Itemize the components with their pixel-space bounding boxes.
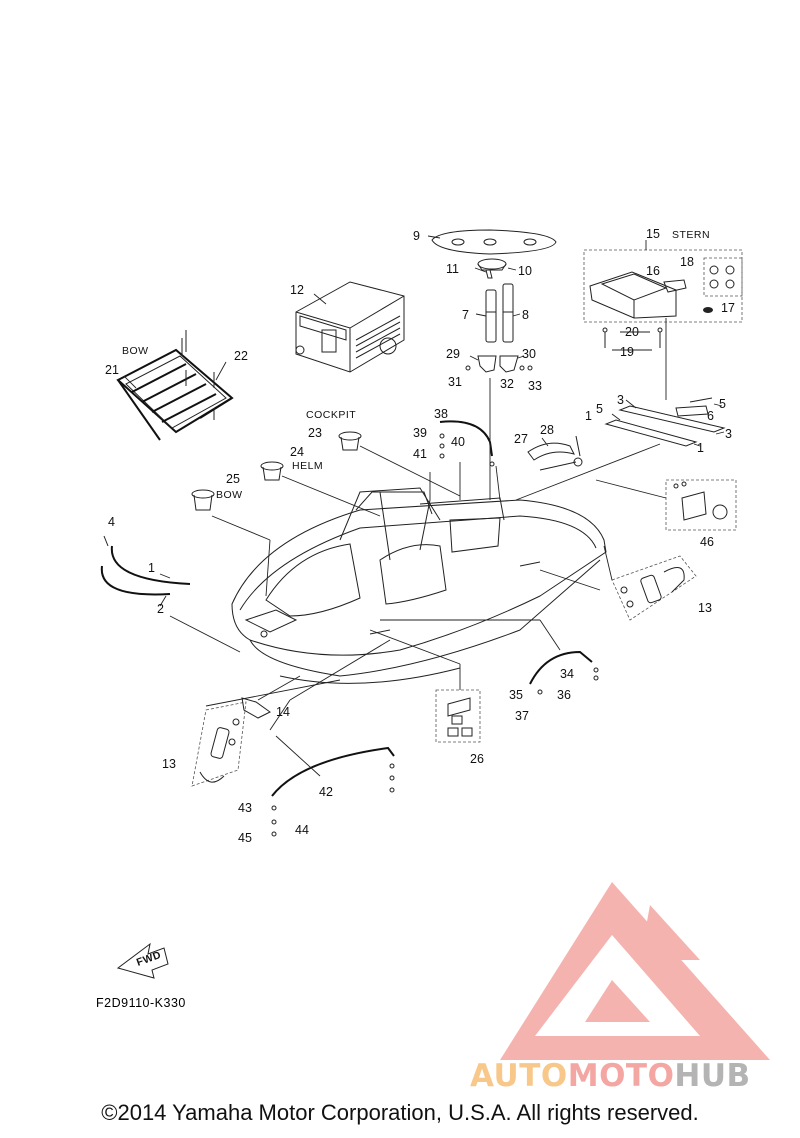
- callout-28: 28: [540, 423, 554, 437]
- callout-12: 12: [290, 283, 304, 297]
- callout-2: 2: [157, 602, 164, 616]
- part-23-cup: [338, 431, 362, 451]
- callout-22: 22: [234, 349, 248, 363]
- part-15-stern-box: [583, 240, 743, 323]
- callout-32: 32: [500, 377, 514, 391]
- callout-6: 6: [707, 409, 714, 423]
- callout-21: 21: [105, 363, 119, 377]
- part-25-cup: [191, 489, 215, 511]
- callout-15: 15: [646, 227, 660, 241]
- callout-1c: 1: [585, 409, 592, 423]
- callout-39: 39: [413, 426, 427, 440]
- callout-13b: 13: [162, 757, 176, 771]
- part-24-cup: [260, 461, 284, 481]
- part-27-28-handle: [527, 435, 583, 467]
- callout-25: 25: [226, 472, 240, 486]
- callout-37: 37: [515, 709, 529, 723]
- callout-30: 30: [522, 347, 536, 361]
- callout-9: 9: [413, 229, 420, 243]
- leader-lines: [169, 378, 667, 777]
- callout-19: 19: [620, 345, 634, 359]
- part-46-box: [665, 479, 737, 531]
- copyright-text: ©2014 Yamaha Motor Corporation, U.S.A. A…: [101, 1100, 699, 1125]
- callout-33: 33: [528, 379, 542, 393]
- callout-35: 35: [509, 688, 523, 702]
- callout-17: 17: [721, 301, 735, 315]
- part-34-handle: [529, 650, 599, 695]
- part-38-handrail: [439, 420, 495, 467]
- callout-41: 41: [413, 447, 427, 461]
- callout-14: 14: [276, 705, 290, 719]
- zone-bow-cup: BOW: [216, 489, 243, 501]
- callout-7: 7: [462, 308, 469, 322]
- boat-hull: [231, 487, 607, 684]
- callout-40: 40: [451, 435, 465, 449]
- callout-34: 34: [560, 667, 574, 681]
- part-14-bracket: [241, 697, 271, 719]
- part-29-30-brackets: [465, 355, 533, 373]
- part-19-20-screws: [602, 327, 663, 351]
- watermark-logo-icon: [500, 882, 770, 1060]
- callout-38: 38: [434, 407, 448, 421]
- watermark-word-1: AUTO: [470, 1058, 568, 1094]
- part-12-cooler: [295, 281, 405, 373]
- callout-5b: 5: [719, 397, 726, 411]
- callout-1a: 1: [148, 561, 155, 575]
- callout-18: 18: [680, 255, 694, 269]
- watermark-word-3: HUB: [674, 1058, 751, 1094]
- zone-helm: HELM: [292, 460, 323, 472]
- callout-3b: 3: [725, 427, 732, 441]
- part-21-ladder: [116, 330, 234, 441]
- callout-23: 23: [308, 426, 322, 440]
- drawing-code: F2D9110-K330: [96, 996, 186, 1010]
- zone-cockpit: COCKPIT: [306, 409, 356, 421]
- callout-42: 42: [319, 785, 333, 799]
- callout-16: 16: [646, 264, 660, 278]
- callouts: 1 1 1 2 3 3 4 5 5 6 7 8 9 10 11 12 13 13…: [105, 227, 735, 845]
- part-7-8-poles: [475, 283, 521, 343]
- part-10-11-cap: [474, 258, 517, 279]
- callout-4: 4: [108, 515, 115, 529]
- part-1-2-rubrail: [100, 535, 191, 607]
- callout-43: 43: [238, 801, 252, 815]
- callout-29: 29: [446, 347, 460, 361]
- callout-1b: 1: [697, 441, 704, 455]
- callout-24: 24: [290, 445, 304, 459]
- part-13-cleat-left: [191, 701, 247, 787]
- callout-3a: 3: [617, 393, 624, 407]
- callout-45: 45: [238, 831, 252, 845]
- callout-46: 46: [700, 535, 714, 549]
- callout-31: 31: [448, 375, 462, 389]
- watermark-wordmark: AUTOMOTOHUB: [470, 1058, 751, 1094]
- part-3-5-6-rails: [604, 318, 726, 447]
- part-13-cleat-right: [611, 555, 697, 621]
- part-26-box: [435, 689, 481, 743]
- callout-20: 20: [625, 325, 639, 339]
- callout-10: 10: [518, 264, 532, 278]
- part-9-cover: [427, 229, 557, 255]
- callout-5a: 5: [596, 402, 603, 416]
- part-42-rail: [271, 746, 395, 837]
- zone-bow-ladder: BOW: [122, 345, 149, 357]
- callout-27: 27: [514, 432, 528, 446]
- callout-13a: 13: [698, 601, 712, 615]
- callout-36: 36: [557, 688, 571, 702]
- watermark-word-2: MOTO: [567, 1058, 675, 1094]
- callout-11: 11: [446, 262, 459, 276]
- zone-stern: STERN: [672, 229, 710, 241]
- fwd-arrow-icon: FWD: [116, 942, 169, 979]
- callout-8: 8: [522, 308, 529, 322]
- callout-44: 44: [295, 823, 309, 837]
- callout-26: 26: [470, 752, 484, 766]
